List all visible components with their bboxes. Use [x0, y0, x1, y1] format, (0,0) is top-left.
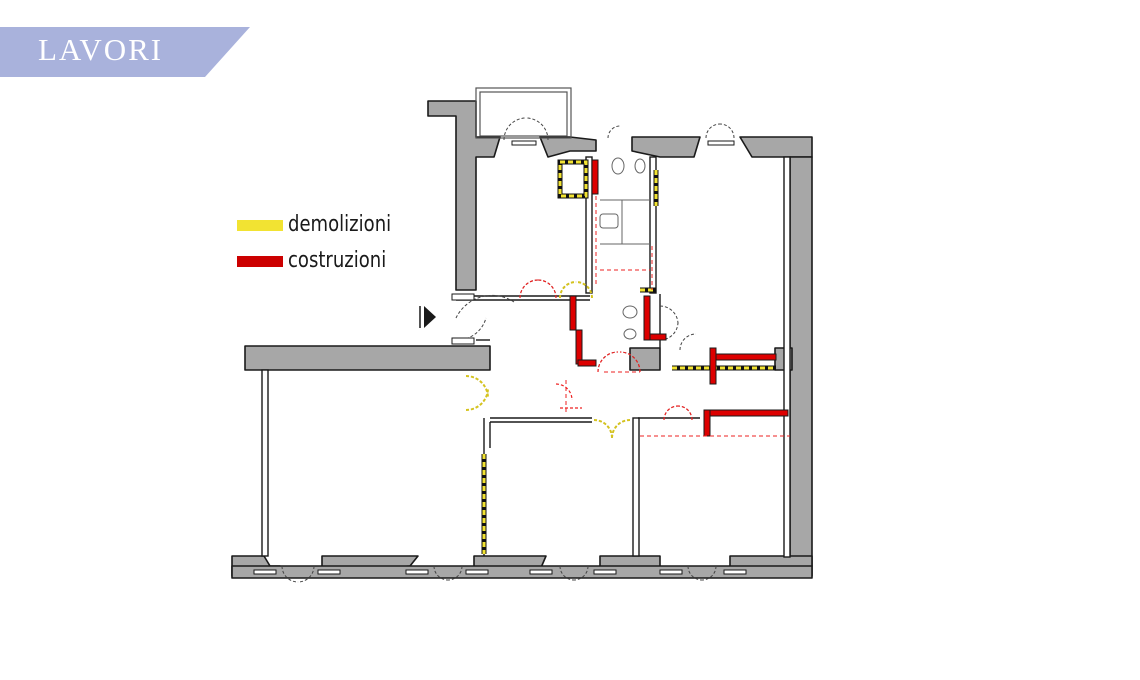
construction-wall-2	[569, 295, 577, 331]
wall-bath-left	[585, 156, 593, 294]
demolition-lines-yellow	[482, 160, 776, 554]
construction-wall-10	[703, 409, 711, 437]
construction-wall-8	[715, 353, 777, 361]
door-entrance	[455, 294, 515, 319]
door-top-right-2	[719, 123, 735, 139]
door-bottom-3	[433, 565, 449, 581]
legend-swatch-demolition	[237, 220, 283, 231]
wall-bottom-strip	[231, 565, 813, 579]
section-banner	[0, 27, 250, 77]
walls	[231, 100, 813, 579]
door-entrance-2	[455, 317, 487, 341]
door-bottom-1	[281, 565, 299, 583]
wall-right	[789, 156, 813, 567]
banner-shape	[0, 27, 250, 77]
door-balcony-left	[503, 117, 527, 141]
door-hall-1	[593, 419, 613, 439]
door-bottom-8	[701, 565, 717, 581]
wall-top-segment-3	[739, 136, 813, 158]
construction-doors	[519, 279, 693, 421]
construction-wall-4	[577, 359, 597, 367]
construction-lines	[565, 196, 790, 437]
construction-wall-5	[643, 295, 651, 341]
wall-top-segment-1	[539, 136, 597, 158]
legend-label-demolition: demolizioni	[288, 212, 392, 237]
door-hall-2	[611, 419, 631, 439]
door-top-right	[705, 123, 721, 139]
construction-wall-9	[707, 409, 789, 417]
door-balcony-right	[525, 117, 549, 141]
door-right-3	[679, 333, 697, 351]
door-top-center	[607, 125, 621, 139]
legend-label-construction: costruzioni	[288, 248, 387, 273]
bathroom-fixtures	[599, 157, 650, 340]
construction-wall-6	[649, 333, 667, 341]
wall-center-partition	[632, 417, 640, 557]
door-bottom-5	[559, 565, 575, 581]
wall-top-segment-2	[631, 136, 701, 158]
interior-walls	[261, 156, 791, 558]
sink-1	[599, 213, 619, 229]
door-bottom-6	[573, 565, 589, 581]
window-frames	[253, 140, 747, 575]
wall-upper-left	[427, 100, 501, 291]
toilet-2	[622, 305, 638, 319]
wall-bath-right	[649, 156, 657, 294]
construction-bath-wall	[591, 159, 599, 195]
bidet-2	[623, 328, 637, 340]
wall-right-inner	[783, 156, 791, 558]
door-bottom-7	[687, 565, 703, 581]
wall-pillar	[629, 347, 661, 371]
banner-title: LAVORI	[38, 32, 164, 67]
door-bottom-2	[297, 565, 315, 583]
wall-left-partition	[261, 369, 269, 557]
entrance-arrow-icon	[419, 306, 436, 328]
construction-wall-7	[709, 347, 717, 385]
construction-wall-3	[575, 329, 583, 365]
wall-middle	[244, 345, 491, 371]
door-bath-right	[659, 305, 679, 325]
legend-swatch-construction	[237, 256, 283, 267]
balcony	[475, 87, 572, 139]
door-bottom-4	[447, 565, 463, 581]
construction-walls	[569, 159, 789, 437]
demolition-doors	[465, 281, 631, 439]
bidet-1	[634, 158, 646, 174]
toilet-1	[611, 157, 625, 175]
